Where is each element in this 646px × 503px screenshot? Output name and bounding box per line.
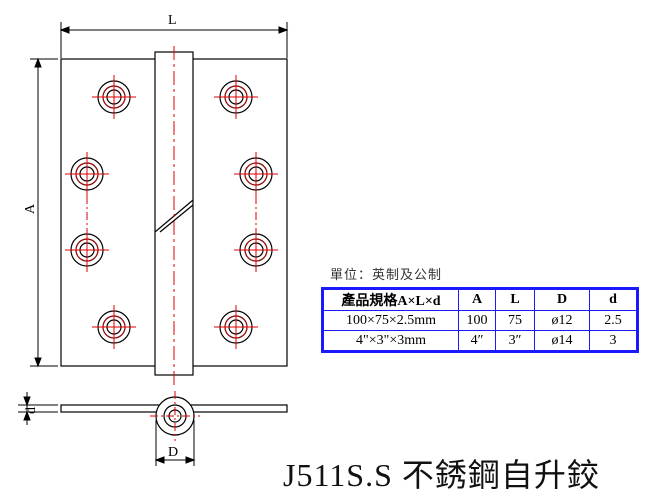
screw-hole <box>214 305 258 349</box>
height-dimension <box>30 57 58 368</box>
table-row: 100×75×2.5mm 100 75 ø12 2.5 <box>322 310 638 331</box>
table-header-row: 產品規格A×L×d A L D d <box>322 288 638 311</box>
screw-hole <box>234 228 278 272</box>
table-cell: 75 <box>495 310 535 331</box>
header-cell: d <box>589 288 638 311</box>
diameter-dimension <box>154 420 196 466</box>
thickness-dimension <box>18 392 58 425</box>
screw-hole <box>65 152 109 196</box>
length-label: L <box>168 13 177 28</box>
header-cell: 產品規格A×L×d <box>322 288 459 311</box>
side-view <box>60 396 288 436</box>
header-cell: D <box>534 288 590 311</box>
screw-hole <box>214 75 258 119</box>
table-cell: 4″ <box>458 330 496 352</box>
table-cell: 4"×3"×3mm <box>322 330 459 352</box>
header-cell: L <box>495 288 535 311</box>
screw-hole <box>92 75 136 119</box>
thickness-label: d <box>24 407 39 414</box>
table-cell: 3 <box>589 330 638 352</box>
screw-hole <box>92 305 136 349</box>
spec-table: 產品規格A×L×d A L D d 100×75×2.5mm 100 75 ø1… <box>321 287 639 353</box>
unit-note: 單位：英制及公制 <box>330 268 443 283</box>
height-label: A <box>23 203 38 214</box>
table-cell: 100×75×2.5mm <box>322 310 459 331</box>
table-cell: 100 <box>458 310 496 331</box>
table-row: 4"×3"×3mm 4″ 3″ ø14 3 <box>322 330 638 352</box>
screw-hole <box>65 228 109 272</box>
header-cell: A <box>458 288 496 311</box>
diameter-label: D <box>168 445 178 460</box>
screw-hole <box>234 152 278 196</box>
table-cell: ø12 <box>534 310 590 331</box>
table-cell: ø14 <box>534 330 590 352</box>
product-title: J511S.S 不銹鋼自升鉸 <box>283 457 600 493</box>
table-cell: 2.5 <box>589 310 638 331</box>
screw-holes <box>65 75 278 349</box>
length-dimension <box>59 22 289 58</box>
table-cell: 3″ <box>495 330 535 352</box>
